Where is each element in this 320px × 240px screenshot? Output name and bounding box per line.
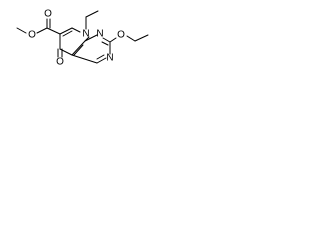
atom-n1-label: N: [96, 29, 103, 40]
bond-c6-c7-double: [62, 30, 73, 37]
atom-o-ester-ether-label: O: [28, 30, 36, 41]
atom-o-ester-carbonyl-label: O: [44, 9, 52, 20]
atom-n3-label: N: [106, 53, 113, 64]
bond-c8a-n1: [84, 34, 98, 42]
bond-c7-n8: [71, 27, 81, 33]
bond-c8a-c4a: [71, 40, 86, 56]
bond-c2-o-ethoxy: [109, 37, 117, 43]
bond-o-ether-ch3: [16, 27, 27, 34]
bond-c6-c7: [59, 27, 73, 35]
bond-n3-c4-double: [96, 54, 105, 60]
bond-c-ester-o-ether: [36, 27, 48, 34]
atom-labels: N N N O O O O: [28, 9, 125, 68]
bond-c4-c4a: [71, 54, 98, 64]
bond-ethoxy-ch2-ch3: [134, 34, 149, 42]
bond-c8a-c4a-double: [73, 44, 84, 56]
bond-n1-c2-double: [101, 41, 109, 46]
atom-n8-label: N: [82, 29, 89, 40]
bond-n3-c4: [96, 57, 107, 64]
bond-ethyl-ch2-ch3: [85, 10, 99, 18]
bond-n1-c2: [102, 37, 111, 43]
background: [0, 0, 155, 95]
atom-o-ethoxy-label: O: [117, 30, 125, 41]
bond-lines: [16, 10, 149, 64]
atom-o-ketone-label: O: [56, 57, 64, 68]
chemical-structure-diagram: N N N O O O O: [0, 0, 155, 95]
bond-o-ethoxy-ch2: [126, 35, 136, 42]
bond-c6-c-ester: [46, 27, 61, 35]
